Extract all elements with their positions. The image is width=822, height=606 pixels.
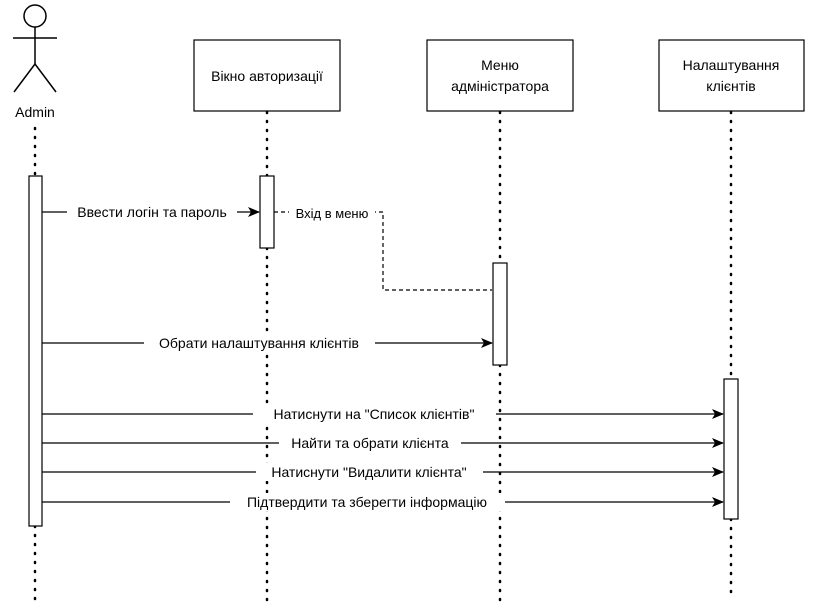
participant-label-line1: Меню xyxy=(481,57,519,73)
message-label: Вхід в меню xyxy=(296,206,369,221)
message-find-select-client: Найти та обрати клієнта xyxy=(42,434,724,452)
actor-label: Admin xyxy=(15,104,55,120)
message-label: Підтвердити та зберегти інформацію xyxy=(247,494,487,510)
message-label: Ввести логін та пароль xyxy=(77,204,227,220)
stick-figure-icon xyxy=(13,4,57,93)
participant-auth-window: Вікно авторизації xyxy=(193,39,341,112)
participant-label-line1: Налаштування xyxy=(683,57,780,73)
activation-menu xyxy=(492,262,508,366)
participant-label-line2: клієнтів xyxy=(706,78,755,94)
message-label: Обрати налаштування клієнтів xyxy=(159,335,359,351)
message-enter-menu: Вхід в меню xyxy=(274,205,492,291)
message-click-delete-client: Натиснути "Видалити клієнта" xyxy=(42,463,724,481)
message-label: Натиснути на "Список клієнтів" xyxy=(274,406,475,422)
actor-admin: Admin xyxy=(13,4,57,120)
activation-admin xyxy=(28,175,43,527)
participant-label: Вікно авторизації xyxy=(211,68,323,84)
activation-auth xyxy=(259,175,275,249)
message-enter-credentials: Ввести логін та пароль xyxy=(42,203,260,221)
message-click-client-list: Натиснути на "Список клієнтів" xyxy=(42,405,724,423)
message-label: Натиснути "Видалити клієнта" xyxy=(271,464,466,480)
participant-admin-menu: Меню адміністратора xyxy=(426,39,574,112)
message-label: Найти та обрати клієнта xyxy=(291,435,449,451)
activation-settings xyxy=(723,378,739,520)
message-confirm-save: Підтвердити та зберегти інформацію xyxy=(42,493,724,511)
participant-label-line2: адміністратора xyxy=(451,78,549,94)
message-select-client-settings: Обрати налаштування клієнтів xyxy=(42,334,493,352)
participant-client-settings: Налаштування клієнтів xyxy=(658,39,805,112)
